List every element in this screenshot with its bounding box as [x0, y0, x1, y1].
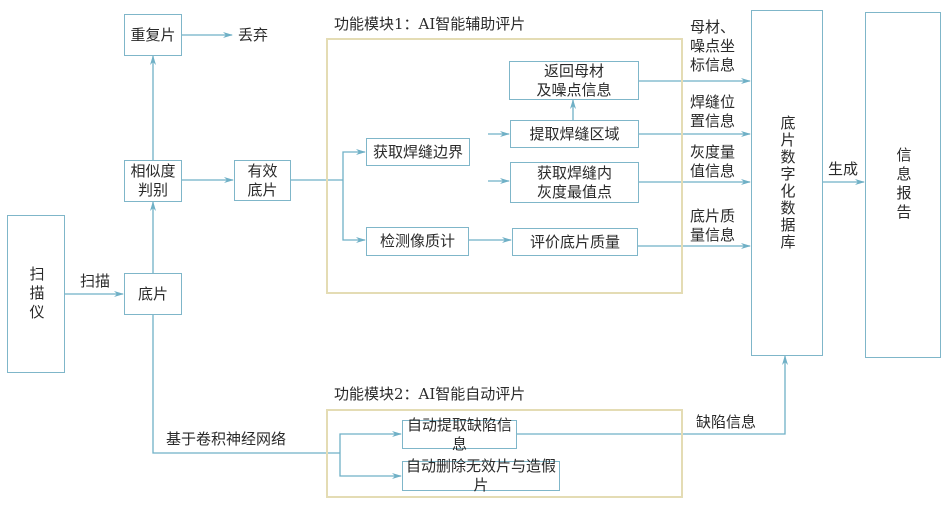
valid-film-node: 有效 底片 [234, 160, 291, 201]
module1-frame [326, 38, 683, 294]
report-node: 信息报告 [865, 12, 941, 358]
film-node: 底片 [124, 273, 182, 315]
extract-weld-node: 提取焊缝区域 [510, 120, 639, 148]
scan-label: 扫描 [80, 272, 111, 290]
gray-extreme-node: 获取焊缝内 灰度最值点 [510, 162, 639, 203]
module2-frame [326, 409, 683, 498]
defect-info-label: 缺陷信息 [696, 413, 757, 431]
auto-extract-defect-node: 自动提取缺陷信息 [402, 416, 517, 453]
edge-split-iqi [342, 180, 366, 243]
scanner-node: 扫描仪 [7, 215, 65, 373]
module1-title: 功能模块1：AI智能辅助评片 [334, 15, 526, 33]
edge-split-extract-defect [339, 431, 402, 453]
module2-title: 功能模块2：AI智能自动评片 [334, 385, 526, 403]
film-quality-label: 底片质 量信息 [690, 207, 736, 244]
base-noise-coords-label: 母材、 噪点坐 标信息 [690, 18, 736, 74]
weld-position-label: 焊缝位 置信息 [690, 93, 736, 130]
edge-defect-db [517, 355, 788, 435]
gray-value-label: 灰度量 值信息 [690, 143, 736, 180]
cnn-label: 基于卷积神经网络 [166, 430, 287, 448]
edge-split-boundary [342, 149, 366, 180]
edge-split-delete [339, 453, 402, 479]
discard-label: 丢弃 [238, 26, 269, 44]
iqi-node: 检测像质计 [366, 227, 469, 256]
evaluate-quality-node: 评价底片质量 [512, 228, 638, 256]
generate-label: 生成 [828, 160, 859, 178]
database-node: 底片数字化数据库 [751, 10, 823, 356]
similarity-node: 相似度 判别 [124, 160, 182, 202]
edge-film-cnn [152, 314, 340, 454]
return-base-noise-node: 返回母材 及噪点信息 [509, 61, 639, 100]
auto-delete-node: 自动删除无效片与造假片 [402, 457, 560, 494]
duplicate-node: 重复片 [124, 14, 182, 56]
weld-boundary-node: 获取焊缝边界 [366, 138, 470, 166]
